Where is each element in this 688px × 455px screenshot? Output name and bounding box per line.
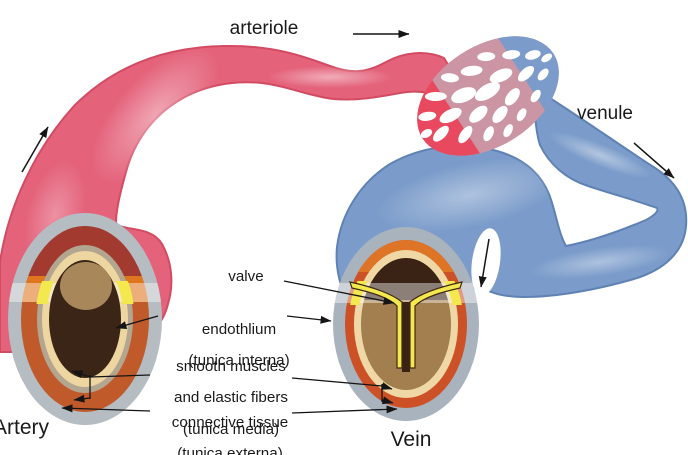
endothelium-leader-left <box>115 315 159 329</box>
smooth-muscle-label-line2: and elastic fibers <box>174 389 288 407</box>
media-arrow-right-top <box>380 382 393 390</box>
smooth-muscle-label: smooth muscles and elastic fibers (tunic… <box>152 343 310 454</box>
vein-label: Vein <box>390 428 432 451</box>
media-leader-right <box>291 377 383 387</box>
endothelium-label-line2: (tunica interna) <box>188 352 290 370</box>
artery-cross-section <box>8 213 162 425</box>
valve-label: valve <box>228 268 264 285</box>
endothelium-label: endothlium (tunica interna) <box>160 306 318 385</box>
vein-loop-gap <box>471 228 501 296</box>
venule-flow-arrow <box>633 142 675 179</box>
valve-leader <box>283 280 395 305</box>
capillary-bed <box>417 36 559 156</box>
vein-cross-section <box>333 227 479 421</box>
smooth-muscle-label-line1: smooth muscles <box>176 357 286 375</box>
media-arrow-left-bottom <box>73 394 91 403</box>
venule-label: venule <box>577 103 633 124</box>
artery-flow-arrow <box>21 126 49 173</box>
media-arrow-left-top <box>71 370 91 379</box>
media-leader-left <box>89 374 151 378</box>
artery-label: Artery <box>0 416 50 439</box>
endothelium-label-line1: endothlium <box>201 320 277 338</box>
connective-leader-right <box>291 405 398 414</box>
arteriole-label: arteriole <box>229 18 299 39</box>
vein-valve <box>349 281 463 372</box>
endothelium-leader-right <box>286 315 332 324</box>
connective-tissue-label-line1: connective tissue <box>171 413 289 431</box>
connective-leader-left <box>61 404 151 413</box>
smooth-muscle-label-line3: (tunica media) <box>182 420 280 438</box>
connective-tissue-label-line2: (tunica externa) <box>177 445 283 455</box>
connective-tissue-label: connective tissue (tunica externa) <box>150 399 310 455</box>
media-arrow-right-bottom <box>381 396 394 405</box>
vein-flow-arrow <box>478 238 490 288</box>
vein-venule-tube <box>335 86 688 341</box>
